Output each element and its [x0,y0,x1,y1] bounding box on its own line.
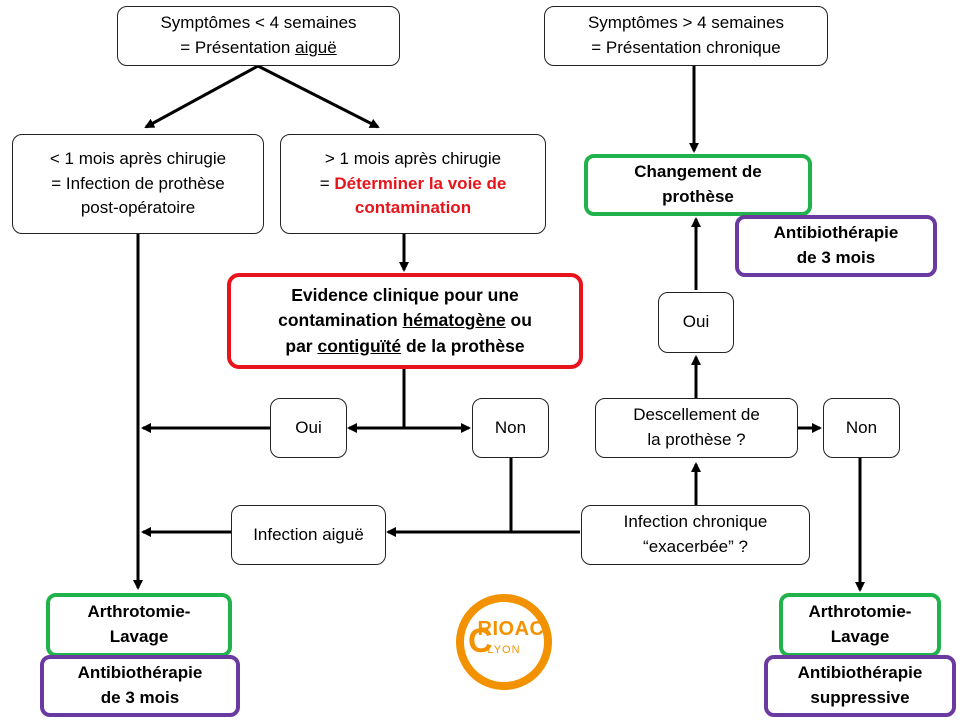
lt1-line2: = Infection de prothèse [51,173,225,193]
arrow-acute-to-gt1 [257,64,380,129]
infection-aigue-box: Infection aiguë [231,505,386,565]
evidence-box: Evidence clinique pour une contamination… [227,273,583,369]
antibio-3-mois-bottom-box: Antibiothérapie de 3 mois [40,655,240,717]
descellement-line1: Descellement de [633,405,760,425]
descellement-line2: la prothèse ? [647,430,746,449]
oui-right-box: Oui [658,292,734,353]
evidence-line3: par contiguïté de la prothèse [285,335,525,356]
evidence-line2: contamination hématogène ou [278,310,532,331]
lt-1-month-box: < 1 mois après chirugie = Infection de p… [12,134,264,234]
arthrotomie-right-box: Arthrotomie- Lavage [779,593,941,657]
lt1-line1: < 1 mois après chirugie [49,149,227,169]
arthro-left-line2: Lavage [109,627,169,646]
crioac-logo: C RIOAC LYON [452,590,556,694]
non-left-box: Non [472,398,549,458]
arthro-left-line1: Arthrotomie- [87,602,191,622]
antibio-top-line2: de 3 mois [796,248,876,267]
antibio-bottom-line1: Antibiothérapie [77,663,203,683]
antibio-supp-line2: suppressive [810,688,910,707]
chronic-presentation-box: Symptômes > 4 semaines = Présentation ch… [544,6,828,66]
antibio-suppressive-box: Antibiothérapie suppressive [764,655,956,717]
svg-text:C: C [468,622,493,660]
infection-chronique-box: Infection chronique “exacerbée” ? [581,505,810,565]
antibio-bottom-line2: de 3 mois [100,688,180,707]
lt1-line3: post-opératoire [80,198,196,218]
chronic-line2: = Présentation chronique [591,38,781,57]
antibio-top-line1: Antibiothérapie [773,223,899,243]
acute-presentation-box: Symptômes < 4 semaines = Présentation ai… [117,6,400,66]
acute-line1: Symptômes < 4 semaines [160,13,357,33]
arthro-right-line2: Lavage [830,627,890,646]
antibio-supp-line1: Antibiothérapie [797,663,923,683]
chronique-line1: Infection chronique [623,512,768,532]
logo-subtext: LYON [487,644,521,656]
changement-line1: Changement de [634,162,762,182]
chronique-line2: “exacerbée” ? [643,537,748,556]
arthro-right-line1: Arthrotomie- [808,602,912,622]
logo-ring-icon: C [456,594,552,690]
gt1-line1: > 1 mois après chirugie [324,149,502,169]
antibio-3-mois-top-box: Antibiothérapie de 3 mois [735,215,937,277]
descellement-box: Descellement de la prothèse ? [595,398,798,458]
changement-box: Changement de prothèse [584,154,812,216]
chronic-line1: Symptômes > 4 semaines [587,13,785,33]
logo-text: RIOAC [477,618,545,640]
non-right-box: Non [823,398,900,458]
arthrotomie-left-box: Arthrotomie- Lavage [46,593,232,657]
gt1-line3: contamination [354,198,472,218]
arrow-acute-to-lt1 [144,64,259,129]
evidence-line1: Evidence clinique pour une [291,284,519,305]
changement-line2: prothèse [662,187,734,206]
gt-1-month-box: > 1 mois après chirugie = Déterminer la … [280,134,546,234]
oui-left-box: Oui [270,398,347,458]
gt1-line2: = Déterminer la voie de [319,173,507,193]
acute-line2: = Présentation aiguë [180,38,337,57]
